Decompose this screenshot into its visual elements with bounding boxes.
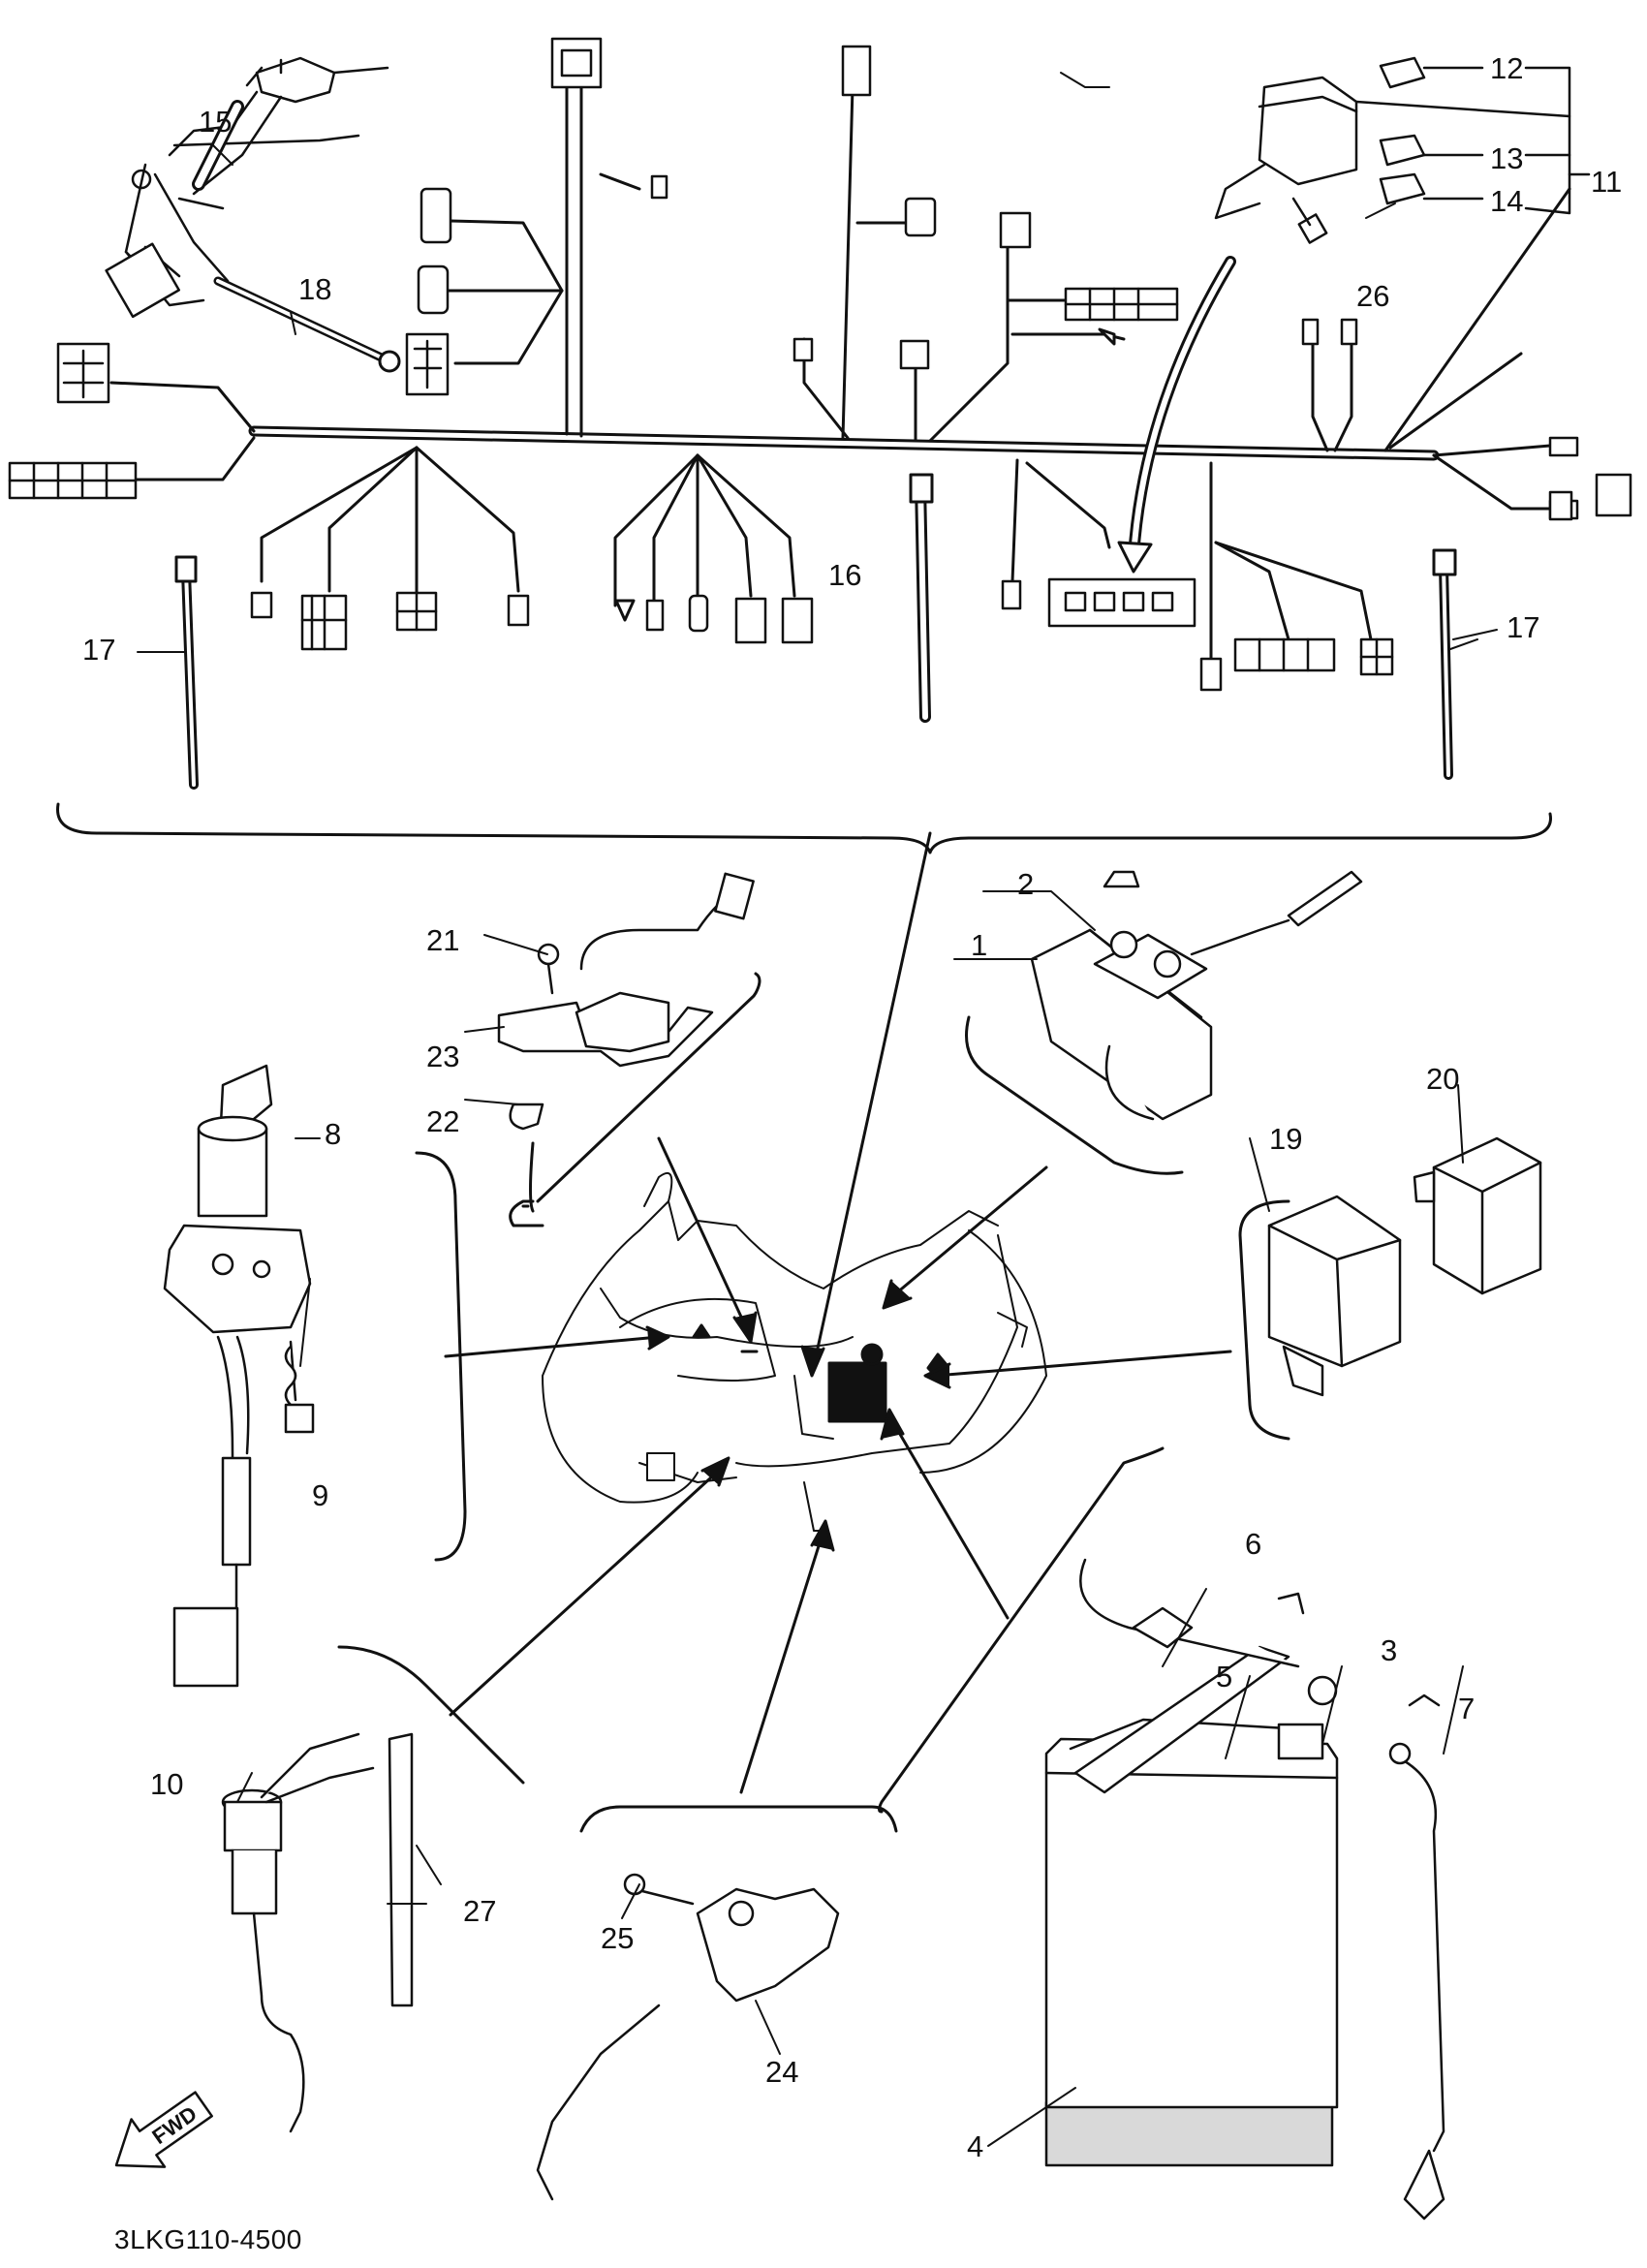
callout-24: 24 [765, 2055, 799, 2089]
harness-bracket [56, 802, 1552, 854]
callout-22: 22 [426, 1104, 460, 1138]
callout-16: 16 [828, 558, 862, 592]
battery-assembly [1044, 1558, 1445, 2221]
starter-relay [1030, 870, 1363, 1121]
wire-harness [109, 85, 1571, 661]
cable-tie-18 [213, 276, 401, 373]
callout-17-left: 17 [82, 633, 116, 667]
relay-unit-center [692, 1323, 949, 1423]
callout-5: 5 [1216, 1660, 1233, 1693]
fuse-box [1214, 56, 1591, 244]
callout-20: 20 [1426, 1062, 1460, 1096]
neutral-switch-10 [221, 1732, 414, 2133]
catalog-number: 3LKG110-4500 [114, 2224, 302, 2254]
motorcycle-outline [542, 1171, 1047, 1532]
callout-13: 13 [1490, 141, 1524, 175]
callout-2: 2 [1017, 867, 1035, 901]
callout-17-right: 17 [1507, 610, 1540, 644]
region-brackets [337, 972, 1290, 1833]
main-switch-8 [163, 1064, 315, 1688]
callout-27: 27 [463, 1894, 497, 1928]
callout-23: 23 [426, 1040, 460, 1073]
callout-12: 12 [1490, 51, 1524, 85]
callout-26: 26 [1356, 279, 1390, 313]
callout-15: 15 [199, 105, 233, 139]
callout-21: 21 [426, 923, 460, 957]
callout-9: 9 [312, 1478, 329, 1512]
sensor-bracket-23 [497, 872, 755, 1131]
relay-units-19-20 [1267, 1136, 1542, 1397]
callout-10: 10 [150, 1767, 184, 1801]
callout-4: 4 [967, 2129, 984, 2163]
pointer-lines [444, 831, 1232, 1794]
callout-7: 7 [1458, 1692, 1476, 1725]
callout-6: 6 [1245, 1527, 1262, 1561]
callout-25: 25 [601, 1921, 635, 1955]
callout-19: 19 [1269, 1122, 1303, 1156]
callout-leaders [137, 72, 1498, 2147]
sidestand-switch-24 [536, 1873, 840, 2201]
forward-arrow: FWD [114, 2091, 213, 2168]
callout-11: 11 [1591, 165, 1623, 199]
handlebar-switch-lead [105, 56, 389, 319]
callout-18: 18 [298, 272, 332, 306]
arrow-fusebox-to-connector [1117, 256, 1236, 574]
callout-3: 3 [1381, 1633, 1398, 1667]
callout-8: 8 [325, 1117, 342, 1151]
harness-connectors [8, 37, 1632, 692]
cable-ties-16-17 [174, 473, 1457, 790]
callout-1: 1 [971, 928, 988, 962]
callout-14: 14 [1490, 184, 1524, 218]
